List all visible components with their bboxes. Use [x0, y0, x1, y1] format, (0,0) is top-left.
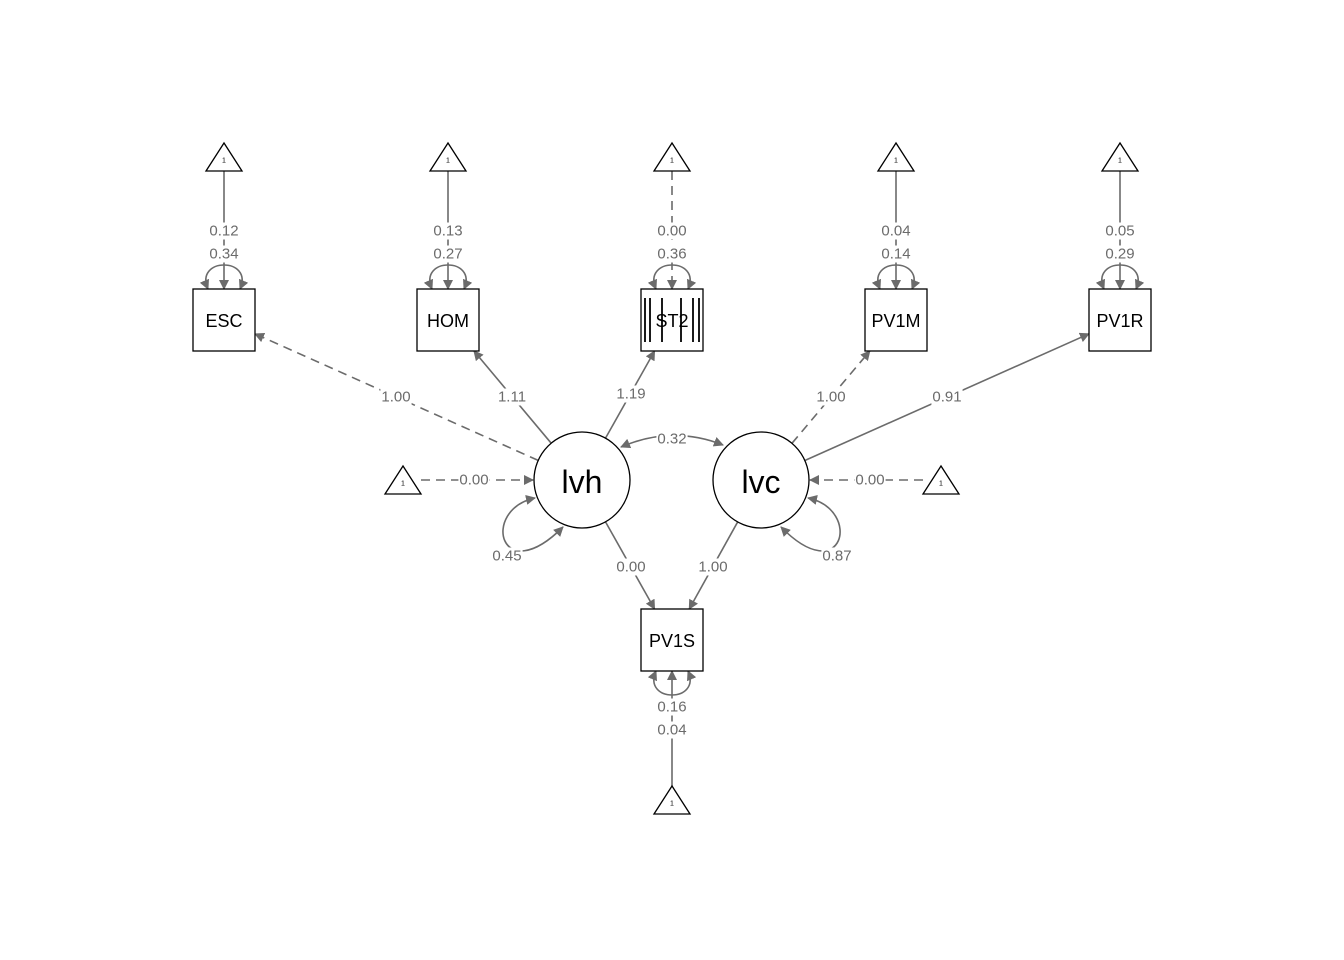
svg-text:0.00: 0.00 — [657, 223, 686, 240]
residual-label-PV1R: 0.29 — [1104, 245, 1136, 263]
constant-triangle-lvc: 1 — [921, 464, 961, 495]
intercept-label-ST2: 0.00 — [656, 222, 688, 240]
manifest-label: PV1M — [871, 311, 920, 331]
intercept-label-HOM: 0.13 — [432, 222, 464, 240]
loading-label-lvh-ST2: 1.19 — [615, 385, 647, 403]
svg-text:0.13: 0.13 — [433, 223, 462, 240]
loading-label-lvc-PV1S: 1.00 — [697, 558, 729, 576]
svg-text:0.00: 0.00 — [855, 472, 884, 489]
mean-label-lvc: 0.00 — [854, 471, 886, 489]
manifest-PV1R: PV1R — [1088, 288, 1152, 352]
svg-text:0.05: 0.05 — [1105, 223, 1134, 240]
constant-label: 1 — [401, 481, 405, 488]
manifest-label: ESC — [205, 311, 242, 331]
svg-text:0.29: 0.29 — [1105, 246, 1134, 263]
constant-triangle-PV1R: 1 — [1100, 141, 1140, 172]
constant-triangle-PV1M: 1 — [876, 141, 916, 172]
svg-text:0.00: 0.00 — [616, 559, 645, 576]
constant-triangle-HOM: 1 — [428, 141, 468, 172]
constant-label: 1 — [670, 158, 674, 165]
manifest-PV1M: PV1M — [864, 288, 928, 352]
constant-triangle-ST2: 1 — [652, 141, 692, 172]
variance-lvc — [780, 495, 841, 552]
manifest-label: PV1S — [649, 631, 695, 651]
svg-text:0.16: 0.16 — [657, 699, 686, 716]
residual-label-ST2: 0.36 — [656, 245, 688, 263]
latent-label: lvh — [562, 464, 603, 500]
manifest-ESC: ESC — [192, 288, 256, 352]
intercept-label-PV1R: 0.05 — [1104, 222, 1136, 240]
svg-text:0.36: 0.36 — [657, 246, 686, 263]
constant-triangle-PV1S: 1 — [652, 784, 692, 815]
manifest-PV1S: PV1S — [640, 608, 704, 672]
svg-text:0.00: 0.00 — [459, 472, 488, 489]
latent-lvc: lvc — [712, 431, 810, 529]
constant-label: 1 — [222, 158, 226, 165]
svg-text:0.12: 0.12 — [209, 223, 238, 240]
labels-layer: 1.00 1.11 1.19 1.00 0.91 0.00 1.00 0.32 0.45 0.87… — [208, 222, 1136, 739]
svg-text:1.11: 1.11 — [498, 389, 526, 406]
svg-text:0.32: 0.32 — [657, 431, 686, 448]
manifest-label: HOM — [427, 311, 469, 331]
intercept-label-PV1M: 0.04 — [880, 222, 912, 240]
constant-triangle-ESC: 1 — [204, 141, 244, 172]
svg-text:0.34: 0.34 — [209, 246, 238, 263]
loading-label-lvh-HOM: 1.11 — [496, 388, 528, 406]
latent-label: lvc — [741, 464, 780, 500]
svg-text:0.27: 0.27 — [433, 246, 462, 263]
intercept-label-ESC: 0.12 — [208, 222, 240, 240]
variance-label-lvc: 0.87 — [821, 547, 853, 565]
loading-label-lvh-ESC: 1.00 — [380, 388, 412, 406]
covariance-label: 0.32 — [656, 430, 688, 448]
svg-text:0.87: 0.87 — [822, 548, 851, 565]
manifest-label: ST2 — [655, 311, 688, 331]
residual-label-PV1S: 0.16 — [656, 698, 688, 716]
residual-label-ESC: 0.34 — [208, 245, 240, 263]
svg-text:1.00: 1.00 — [816, 389, 845, 406]
svg-text:0.04: 0.04 — [881, 223, 910, 240]
manifest-ST2: ST2 — [640, 288, 704, 352]
intercept-label-PV1S: 0.04 — [656, 721, 688, 739]
svg-text:1.19: 1.19 — [616, 386, 645, 403]
loading-label-lvc-PV1M: 1.00 — [815, 388, 847, 406]
edges-layer — [199, 171, 1145, 786]
residual-label-PV1M: 0.14 — [880, 245, 912, 263]
loading-label-lvh-PV1S: 0.00 — [615, 558, 647, 576]
manifest-label: PV1R — [1096, 311, 1143, 331]
manifest-HOM: HOM — [416, 288, 480, 352]
variance-label-lvh: 0.45 — [491, 547, 523, 565]
constant-triangle-lvh: 1 — [383, 464, 423, 495]
svg-text:1.00: 1.00 — [698, 559, 727, 576]
constant-label: 1 — [446, 158, 450, 165]
svg-text:0.14: 0.14 — [881, 246, 910, 263]
svg-text:0.45: 0.45 — [492, 548, 521, 565]
loading-label-lvc-PV1R: 0.91 — [931, 388, 963, 406]
latent-lvh: lvh — [533, 431, 631, 529]
constant-label: 1 — [939, 481, 943, 488]
constant-label: 1 — [1118, 158, 1122, 165]
constant-label: 1 — [670, 801, 674, 808]
residual-label-HOM: 0.27 — [432, 245, 464, 263]
mean-label-lvh: 0.00 — [458, 471, 490, 489]
svg-text:1.00: 1.00 — [381, 389, 410, 406]
variance-lvh — [502, 495, 564, 552]
svg-text:0.04: 0.04 — [657, 722, 686, 739]
constant-label: 1 — [894, 158, 898, 165]
svg-text:0.91: 0.91 — [932, 389, 961, 406]
